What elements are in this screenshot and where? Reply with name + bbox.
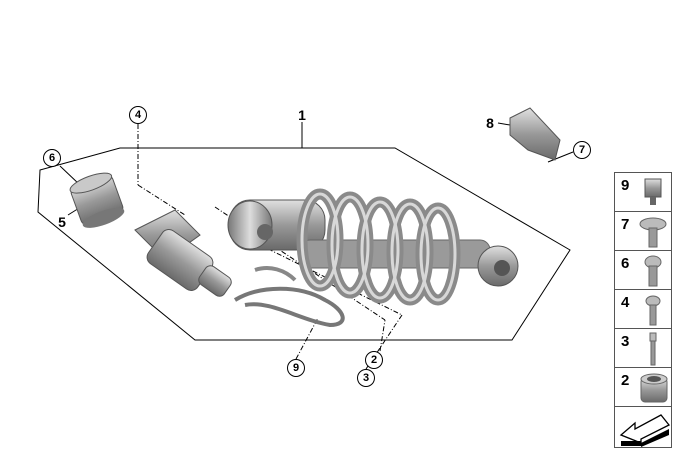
legend-item-6[interactable]: 6 [614,250,672,289]
legend-item-arrow[interactable] [614,406,672,448]
callout-1: 1 [298,107,306,123]
bushing-icon [640,373,668,403]
parts-legend: 9 7 6 4 3 2 [614,172,672,448]
preload-adjuster [134,209,345,328]
callout-2: 2 [365,351,383,369]
callout-3: 3 [357,369,375,387]
torx-screw-icon [645,295,661,326]
socket-cap-screw-icon [649,332,657,366]
flange-screw-icon [639,217,667,248]
callout-4: 4 [129,106,147,124]
legend-item-7[interactable]: 7 [614,211,672,250]
bracket [509,107,561,161]
legend-item-9[interactable]: 9 [614,172,672,211]
callout-6: 6 [43,149,61,167]
spring-strut [227,188,519,306]
connector-icon [644,178,662,205]
callout-7: 7 [573,141,591,159]
torx-screw-icon [644,255,662,287]
legend-item-4[interactable]: 4 [614,289,672,328]
legend-item-2[interactable]: 2 [614,367,672,406]
arrow-icon [619,414,671,447]
assembly-outline [37,147,571,341]
adjuster-cap [69,172,125,228]
callout-5: 5 [58,214,66,230]
callout-8: 8 [486,115,494,131]
callout-9: 9 [287,359,305,377]
legend-item-3[interactable]: 3 [614,328,672,367]
